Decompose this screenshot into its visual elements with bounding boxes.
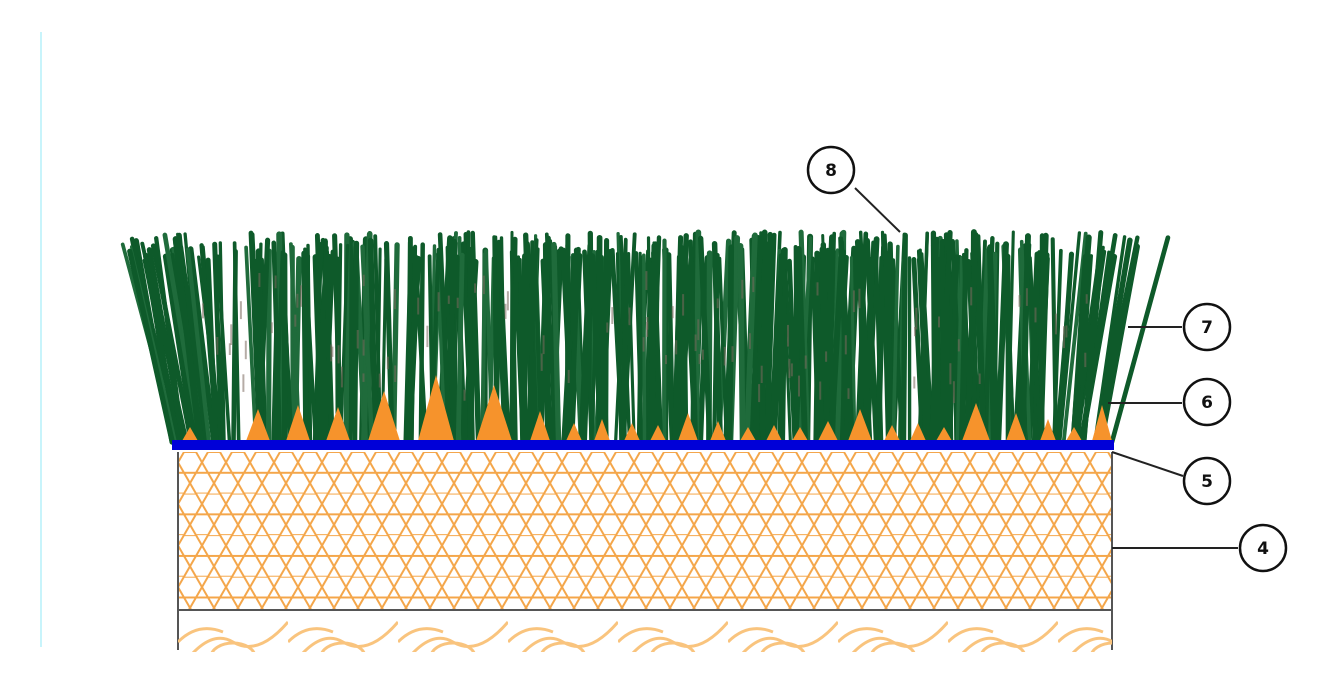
callout-7: 7 bbox=[1182, 302, 1232, 352]
callout-8: 8 bbox=[806, 145, 856, 195]
callout-label-5: 5 bbox=[1201, 472, 1213, 492]
callout-4: 4 bbox=[1238, 523, 1288, 573]
callout-label-6: 6 bbox=[1201, 393, 1213, 413]
callout-label-7: 7 bbox=[1201, 318, 1213, 338]
leader-line-5 bbox=[1111, 451, 1184, 477]
base-lattice-layer bbox=[178, 612, 1112, 652]
callout-label-8: 8 bbox=[825, 161, 837, 181]
grass-fiber-layer bbox=[120, 229, 1171, 445]
blue-membrane-layer bbox=[172, 440, 1114, 450]
callout-6: 6 bbox=[1182, 377, 1232, 427]
leader-line-8 bbox=[854, 187, 901, 233]
honeycomb-drainage-layer bbox=[178, 452, 1112, 610]
callout-label-4: 4 bbox=[1257, 539, 1269, 559]
infill-granule-layer bbox=[182, 375, 1112, 441]
callout-5: 5 bbox=[1182, 456, 1232, 506]
left-edge-line bbox=[40, 32, 42, 647]
